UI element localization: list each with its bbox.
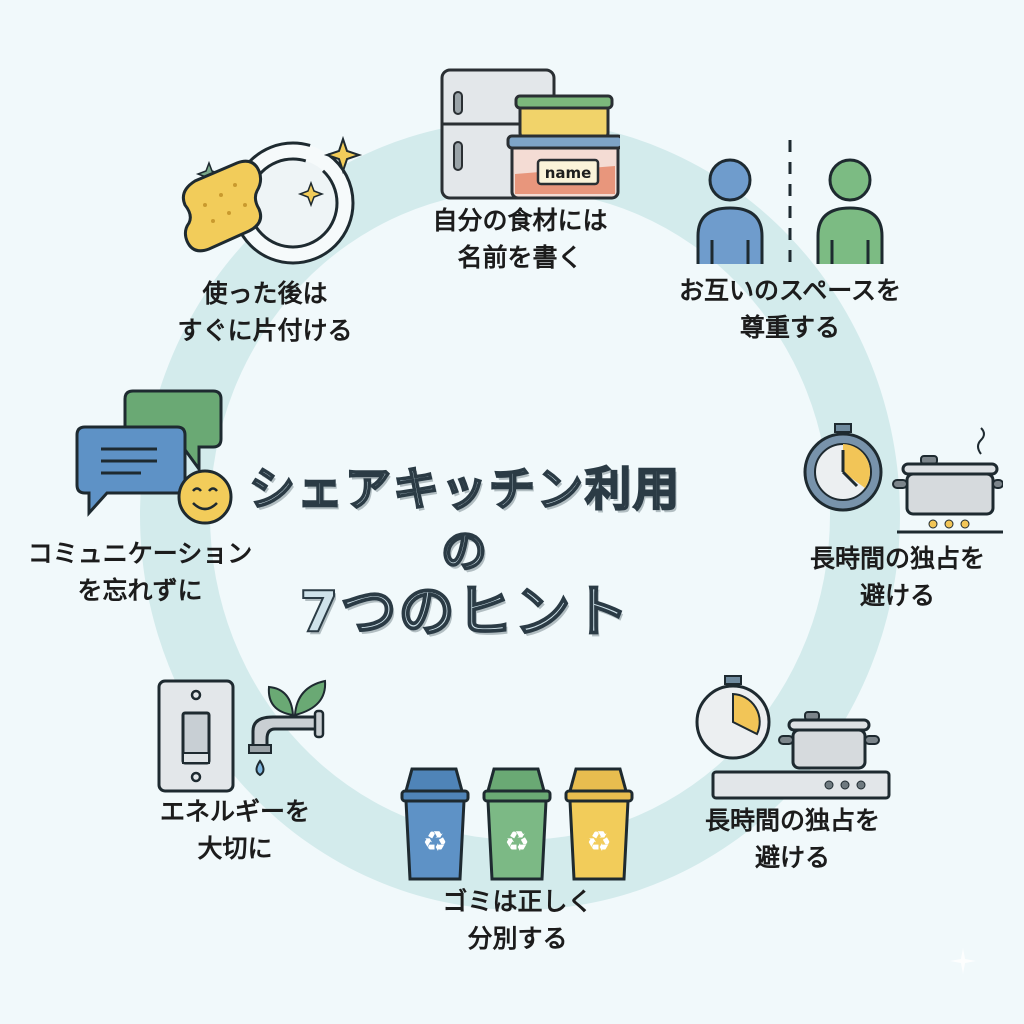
chat-smile-icon <box>75 389 233 525</box>
sponge-plate-icon <box>181 135 363 265</box>
tip-label: エネルギーを 大切に <box>159 797 310 863</box>
tip-respect-space: お互いのスペースを 尊重する <box>650 140 930 346</box>
fridge-containers-icon: name <box>440 68 620 200</box>
tip-communicate: コミュニケーション を忘れずに <box>5 385 275 609</box>
switch-faucet-icon <box>157 679 327 793</box>
tip-clean-up: 使った後は すぐに片付ける <box>140 135 390 349</box>
sparkle-icon <box>950 948 976 974</box>
tip-label-food: name 自分の食材には 名前を書く <box>395 62 645 276</box>
page-title: シェアキッチン利用の 7つのヒント <box>230 458 700 645</box>
tip-label: 使った後は すぐに片付ける <box>177 279 353 345</box>
tip-label: ゴミは正しく 分別する <box>442 887 593 953</box>
title-line-2: 7つのヒント <box>299 580 631 645</box>
stopwatch-stove-icon <box>695 675 890 800</box>
title-line-1: シェアキッチン利用の <box>248 461 681 579</box>
tip-label: 自分の食材には 名前を書く <box>432 206 608 272</box>
svg-text:♻: ♻ <box>504 825 529 858</box>
svg-text:name: name <box>545 164 592 182</box>
svg-text:♻: ♻ <box>586 825 611 858</box>
tip-separate-trash: ♻ ♻ ♻ ゴミは正しく 分別する <box>390 765 645 957</box>
svg-text:♻: ♻ <box>422 825 447 858</box>
tip-label: 長時間の独占を 避ける <box>704 806 880 872</box>
stopwatch-pot-icon <box>803 423 1003 534</box>
tip-save-energy: エネルギーを 大切に <box>120 675 350 867</box>
two-people-divider-icon <box>696 140 884 272</box>
tip-avoid-monopoly-2: 長時間の独占を 避ける <box>685 672 900 876</box>
tip-label: 長時間の独占を 避ける <box>809 544 985 610</box>
tip-label: お互いのスペースを 尊重する <box>678 276 901 342</box>
tip-avoid-monopoly-1: 長時間の独占を 避ける <box>785 420 1010 614</box>
recycle-bins-icon: ♻ ♻ ♻ <box>400 767 633 881</box>
tip-label: コミュニケーション を忘れずに <box>27 539 253 605</box>
